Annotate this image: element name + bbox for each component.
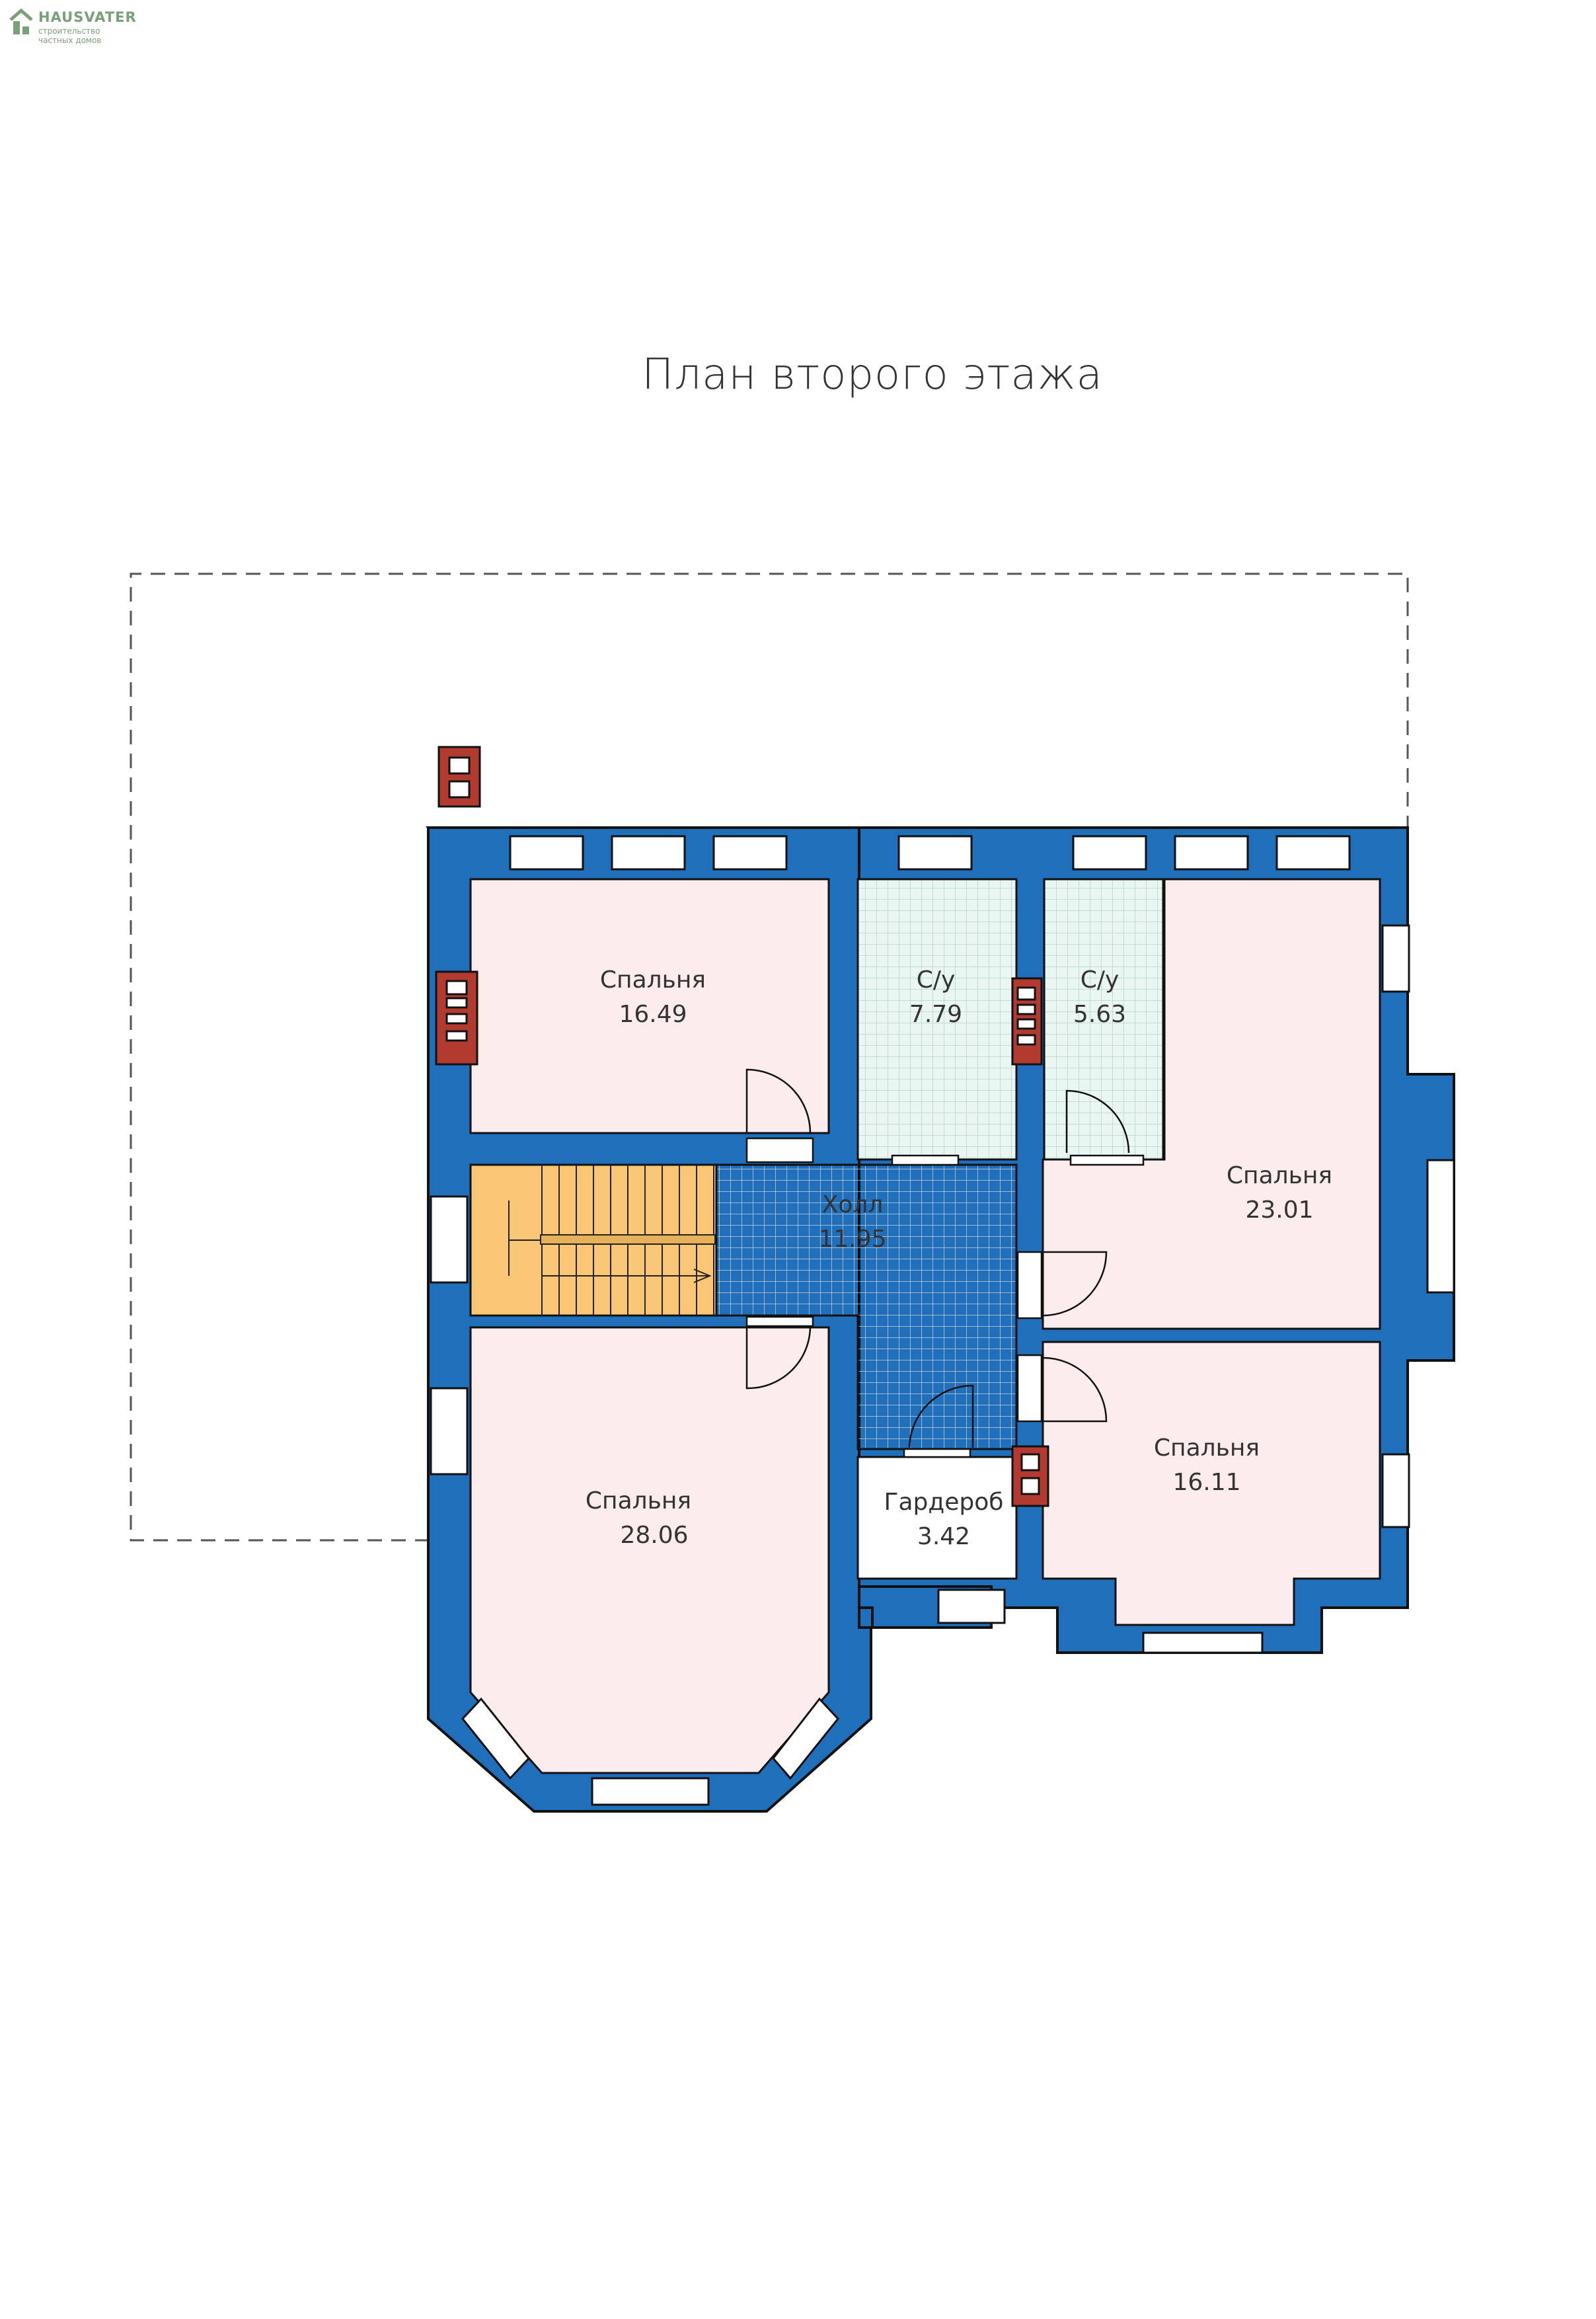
windows <box>430 835 1455 1806</box>
room-bedroom-3 <box>469 1326 830 1774</box>
room-bedroom-4 <box>1042 1341 1381 1626</box>
doors <box>745 1068 1145 1458</box>
house-logo-icon <box>9 8 33 34</box>
room-labels: Спальня 16.49 С/у 7.79 С/у 5.63 Спальня … <box>586 966 1332 1550</box>
room-bedroom-2 <box>1042 878 1381 1330</box>
plan-title: План второго этажа <box>642 350 1103 399</box>
chimney-left-wall <box>435 970 478 1066</box>
room-bedroom-3-name: Спальня <box>586 1487 691 1514</box>
room-hall-area: 11.95 <box>818 1226 886 1253</box>
room-bath-2-name: С/у <box>1081 966 1120 994</box>
room-bedroom-1-name: Спальня <box>600 966 706 994</box>
chimneys <box>435 746 1049 1507</box>
logo-tagline-1: строительство <box>38 26 100 36</box>
room-wardrobe-name: Гардероб <box>884 1489 1004 1516</box>
room-hall-name: Холл <box>822 1191 884 1218</box>
room-wardrobe <box>856 1456 1018 1580</box>
room-bath-2-area: 5.63 <box>1073 1001 1126 1028</box>
logo-brand: HAUSVATER <box>38 9 137 25</box>
room-bedroom-1-area: 16.49 <box>619 1001 687 1028</box>
room-bath-1-area: 7.79 <box>909 1001 962 1028</box>
room-bath-1-name: С/у <box>917 966 956 994</box>
logo: HAUSVATER строительство частных домов <box>8 8 147 48</box>
room-bedroom-1 <box>469 878 830 1134</box>
room-bedroom-2-name: Спальня <box>1227 1162 1332 1189</box>
room-bedroom-2-area: 23.01 <box>1245 1197 1313 1224</box>
room-bath-1 <box>856 878 1018 1161</box>
room-wardrobe-area: 3.42 <box>917 1523 970 1550</box>
stair-treads <box>508 1165 716 1316</box>
lower-floor-outline <box>130 572 1409 1542</box>
room-bath-2 <box>1043 878 1164 1161</box>
room-bedroom-4-name: Спальня <box>1154 1435 1260 1462</box>
logo-tagline-2: частных домов <box>38 36 102 45</box>
room-bedroom-3-area: 28.06 <box>620 1522 688 1549</box>
room-bedroom-4-area: 16.11 <box>1172 1469 1240 1496</box>
